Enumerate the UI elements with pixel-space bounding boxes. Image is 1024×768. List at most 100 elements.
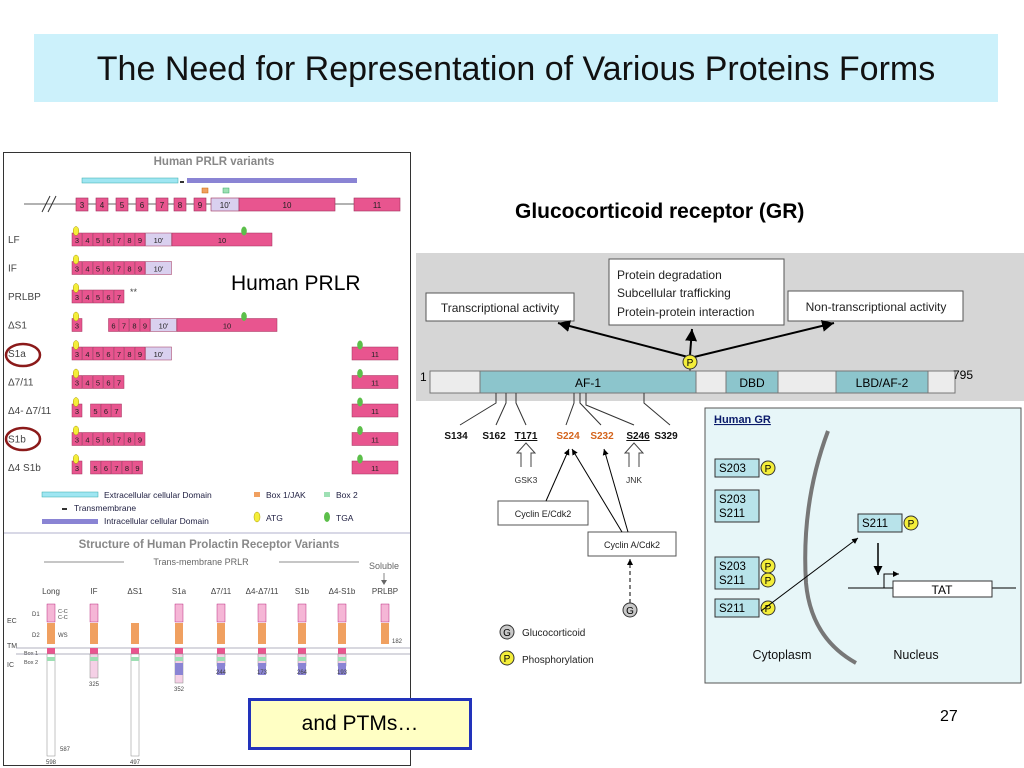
center-effects-box <box>608 258 785 326</box>
variant-exon-label: 10' <box>154 236 164 245</box>
variant-exon-label: 4 <box>85 379 89 388</box>
variant-exon-label: 6 <box>106 350 110 359</box>
column-length: 264 <box>297 670 308 676</box>
d2-domain <box>381 623 389 644</box>
variant-exon <box>100 403 112 418</box>
site-label: S224 <box>556 431 580 442</box>
tm-domain <box>90 648 98 654</box>
unique-ic-tail <box>217 663 225 675</box>
d1-domain <box>89 603 99 623</box>
legend-g-letter: G <box>503 628 511 639</box>
legend-box2-swatch <box>324 492 330 497</box>
variant-exon-label: 8 <box>132 322 136 331</box>
ic-domain <box>130 653 140 757</box>
variant-exon-label: 4 <box>85 350 89 359</box>
column-extra-length: 587 <box>60 747 71 753</box>
intracellular-bar <box>187 178 357 183</box>
domain-label-box2: Box 2 <box>24 660 38 666</box>
inset-p-icon <box>760 600 776 616</box>
domain-label-cc2: C-C <box>58 615 68 621</box>
tga-marker <box>241 226 247 236</box>
variant-exon-label: 3 <box>75 322 79 331</box>
variant-exon-label: 6 <box>111 322 115 331</box>
inset-site-label: S203 <box>719 494 746 506</box>
tm-domain <box>298 648 306 654</box>
box1-band <box>131 657 139 661</box>
box1-band <box>90 657 98 661</box>
transcriptional-text: Transcriptional activity <box>441 301 559 315</box>
variant-exon-label: 7 <box>114 407 118 416</box>
variant-exon-label: 10 <box>218 236 226 245</box>
legend-p-letter: P <box>504 654 511 665</box>
gene-exon <box>75 197 89 212</box>
variant-exon <box>100 460 112 475</box>
variant-exon-label: 6 <box>106 293 110 302</box>
non-transcriptional-box <box>787 290 964 322</box>
variant-exon-label: 7 <box>117 379 121 388</box>
variant-label: LF <box>8 235 20 246</box>
gene-exon <box>115 197 129 212</box>
variant-exon <box>134 232 146 247</box>
variant-exon <box>113 261 125 275</box>
variant-exon <box>92 261 104 275</box>
arrow-to-center <box>685 328 698 356</box>
atg-marker <box>72 368 80 379</box>
d1-domain <box>337 603 347 623</box>
variant-exon <box>82 375 93 389</box>
inset-site-label: S203 <box>719 463 746 475</box>
variant-exon <box>134 432 146 446</box>
gr-title: Glucocorticoid receptor (GR) <box>515 200 805 223</box>
dbd-domain <box>725 370 779 394</box>
variant-exon <box>82 232 93 247</box>
unique-ic-tail <box>338 663 346 675</box>
tm-domain <box>217 648 225 654</box>
structure-column-label: IF <box>90 587 97 596</box>
arrow-to-transcriptional <box>557 320 689 358</box>
transmembrane-bar <box>180 181 184 183</box>
variant-exon <box>103 289 114 304</box>
tm-domain <box>338 648 346 654</box>
tga-marker <box>357 454 363 464</box>
tat-label: TAT <box>932 583 954 597</box>
structure-column-label: PRLBP <box>372 587 398 596</box>
af1-domain <box>479 370 697 394</box>
variant-exon-label: 3 <box>75 236 79 245</box>
gene-exon-label: 3 <box>80 201 85 210</box>
variant-exon-label: 9 <box>135 464 139 473</box>
variant-exon <box>351 346 399 361</box>
variant-exon-label: 4 <box>85 236 89 245</box>
variant-exon <box>351 460 399 475</box>
variant-exon <box>351 403 399 418</box>
phospho-p-icon <box>682 354 698 370</box>
variant-exon-label: 5 <box>96 293 100 302</box>
variant-exon-label: 10 <box>223 322 231 331</box>
inset-box-s203-s211 <box>714 489 760 523</box>
variant-exon <box>145 346 172 361</box>
jnk-arrow <box>623 442 645 467</box>
variant-exon <box>132 460 143 475</box>
site-label: S232 <box>590 431 614 442</box>
variant-exon-label: 8 <box>127 236 131 245</box>
legend-g-icon <box>499 624 515 640</box>
variant-exon-label: 7 <box>117 436 121 445</box>
variant-exon <box>92 432 104 446</box>
tm-domain <box>131 648 139 654</box>
variant-exon <box>103 375 114 389</box>
side-label-ec: EC <box>7 618 17 625</box>
variant-exon-label: 4 <box>85 293 89 302</box>
legend-box1: Box 1/JAK <box>266 490 306 500</box>
variant-exon <box>82 432 93 446</box>
variant-exon-label: 10' <box>154 350 164 359</box>
variant-exon-label: 5 <box>93 464 97 473</box>
d1-domain <box>216 603 226 623</box>
column-length: 325 <box>89 682 100 688</box>
structure-column-label: Long <box>42 587 60 596</box>
tm-label: Trans-membrane PRLR <box>153 557 249 567</box>
site-line-s224 <box>565 393 575 426</box>
variant-exon <box>111 403 122 418</box>
ptm-callout: and PTMs… <box>248 698 472 750</box>
inset-site-label: S211 <box>862 518 888 530</box>
variant-exon-label: 8 <box>127 350 131 359</box>
